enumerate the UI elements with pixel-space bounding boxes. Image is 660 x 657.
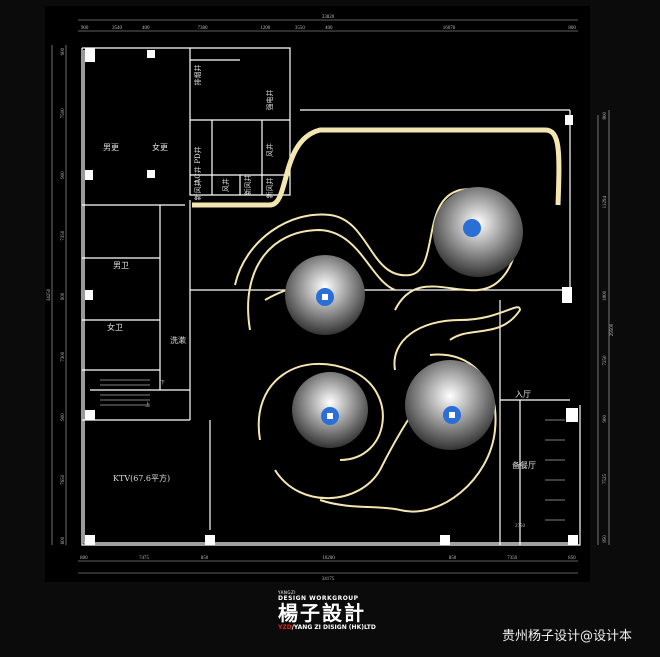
shaft-label: 风井	[221, 178, 230, 192]
shaft-label: 风井	[265, 143, 274, 157]
dim-bottom: 7350	[507, 556, 518, 561]
room-ktv: KTV(67.6平方)	[113, 473, 170, 483]
logo-brand-red: YZD	[278, 624, 292, 631]
dim-bottom: 850	[568, 556, 576, 561]
dim-top: 900	[81, 26, 89, 31]
dim-right: 850	[603, 535, 608, 543]
logo-chinese: 楊子設計	[278, 601, 366, 625]
shaft-label: 强电井	[265, 90, 274, 111]
dimension-lines	[51, 19, 610, 574]
room-mens-locker: 男更	[103, 143, 119, 152]
dim-inner: 2750	[515, 524, 526, 529]
company-logo: YANGZI DESIGN WORKGROUP 楊子設計 YZD/YANG ZI…	[278, 590, 376, 631]
room-mens-wc: 男卫	[113, 261, 129, 270]
stair-label-down: 下	[160, 380, 165, 386]
dim-right-total: 29500	[610, 323, 615, 336]
dim-left: 900	[61, 171, 66, 179]
dim-right: 7525	[603, 474, 608, 485]
dim-left: 900	[61, 47, 66, 55]
dim-left: 900	[61, 413, 66, 421]
room-womens-wc: 女卫	[107, 322, 123, 332]
stairs	[100, 379, 565, 521]
dim-top: 7380	[198, 26, 209, 31]
dim-bottom-total: 34175	[322, 577, 335, 582]
dim-bottom: 7475	[139, 556, 150, 561]
dim-top: 1200	[260, 26, 271, 31]
walls	[81, 47, 581, 546]
shaft-label: AC井	[193, 166, 202, 184]
shaft-label: 新风井	[193, 180, 202, 201]
dim-right: 11294	[603, 196, 608, 209]
dim-bottom: 16200	[322, 556, 335, 561]
dim-right: 900	[603, 415, 608, 423]
shaft-label: 新风井	[265, 178, 274, 199]
dim-left: 7350	[61, 230, 66, 241]
dim-left-total: 34250	[47, 288, 52, 301]
dim-bottom: 850	[449, 556, 457, 561]
room-washroom: 洗漱	[170, 335, 186, 345]
dim-bottom: 800	[80, 556, 88, 561]
dim-left: 600	[61, 536, 66, 544]
shaft-label: 排烟井	[193, 65, 202, 86]
logo-line1: YANGZI	[278, 590, 296, 595]
logo-line2: DESIGN WORKGROUP	[278, 595, 359, 602]
dim-top: 800	[568, 26, 576, 31]
dim-top: 3540	[112, 26, 123, 31]
room-pantry: 备餐厅	[512, 460, 536, 470]
room-entrance-hall: 入厅	[515, 390, 531, 399]
watermark: 贵州杨子设计@设计本	[502, 629, 633, 644]
dim-left: 7300	[61, 351, 66, 362]
logo-brand-rest: /YANG ZI DISIGN (HK)LTD	[291, 624, 376, 631]
room-womens-locker: 女更	[152, 142, 168, 152]
dim-left: 7650	[61, 474, 66, 485]
dim-left: 7500	[61, 108, 66, 119]
dim-top-total: 33820	[322, 15, 335, 20]
shaft-label: PD井	[193, 146, 202, 163]
dim-top: 3550	[295, 26, 306, 31]
dim-top: 400	[142, 26, 150, 31]
dim-right: 800	[603, 111, 608, 119]
ceiling-lights	[285, 187, 523, 450]
dim-top: 400	[325, 26, 333, 31]
shaft-label: 新风井	[243, 175, 252, 196]
dim-right: 7250	[603, 355, 608, 366]
dim-top: 16070	[443, 26, 456, 31]
dim-bottom: 850	[201, 556, 209, 561]
dim-left: 900	[61, 292, 66, 300]
logo-english: YZD/YANG ZI DISIGN (HK)LTD	[278, 624, 376, 631]
stair-label-up: 上	[145, 401, 150, 408]
columns	[85, 48, 578, 545]
dim-right: 1800	[603, 290, 608, 301]
